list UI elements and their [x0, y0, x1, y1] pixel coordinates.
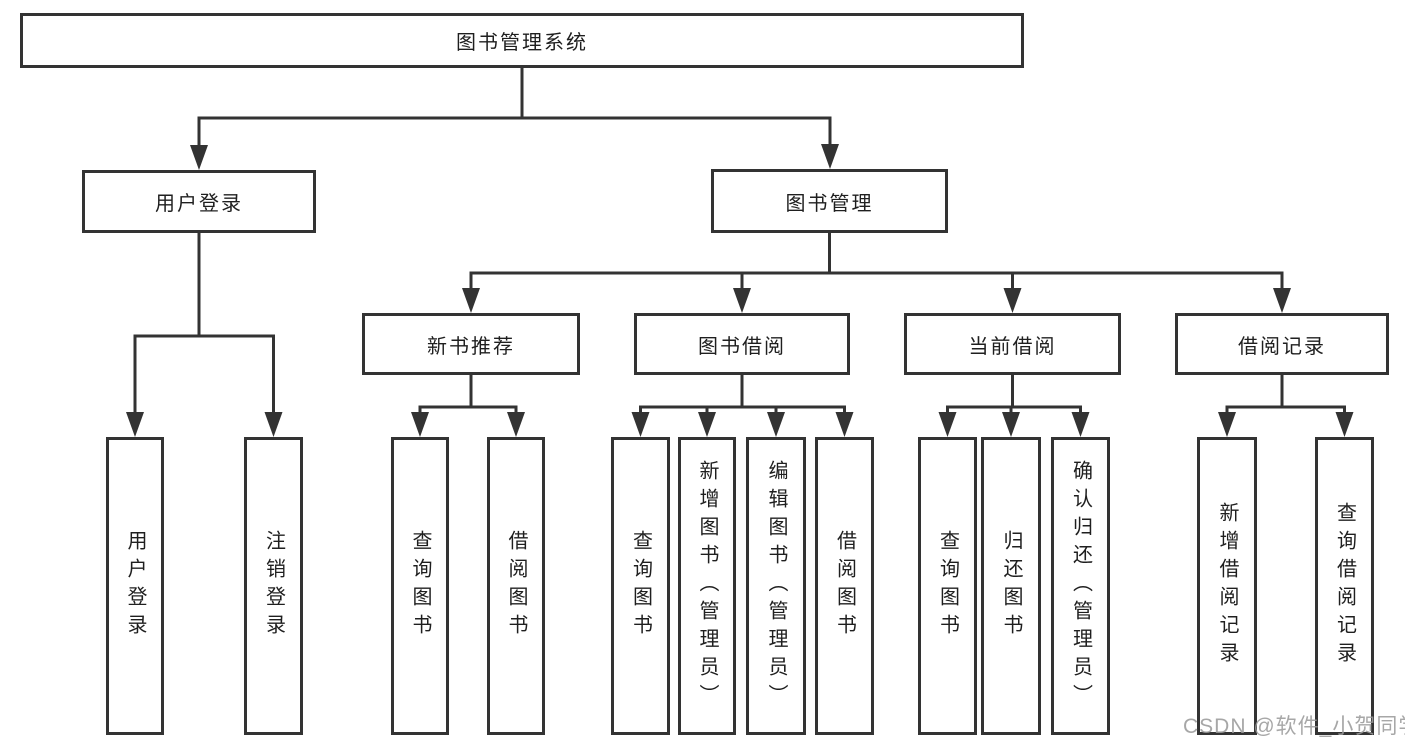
- node-logout: 注销登录: [244, 437, 303, 735]
- node-add-borrow-record: 新增借阅记录: [1197, 437, 1257, 735]
- node-query-books-recommend: 查询图书: [391, 437, 449, 735]
- node-label: 图书管理系统: [456, 32, 588, 54]
- node-label: 当前借阅: [968, 335, 1057, 358]
- node-new-book-recommend: 新书推荐: [362, 313, 580, 375]
- node-query-books-current: 查询图书: [918, 437, 977, 735]
- node-label: 查询图书: [629, 530, 652, 642]
- node-label: 新增借阅记录: [1216, 502, 1238, 670]
- node-label: 新增图书（管理员）: [696, 460, 718, 712]
- node-root: 图书管理系统: [20, 13, 1024, 68]
- node-query-borrow-record: 查询借阅记录: [1315, 437, 1374, 735]
- node-label: 用户登录: [124, 530, 146, 642]
- node-label: 确认归还（管理员）: [1069, 460, 1092, 712]
- node-user-login: 用户登录: [82, 170, 316, 233]
- node-label: 图书借阅: [698, 335, 786, 358]
- node-return-book: 归还图书: [981, 437, 1041, 735]
- node-borrow-books-leaf: 借阅图书: [815, 437, 874, 735]
- node-label: 查询图书: [409, 530, 431, 642]
- node-book-borrowing: 图书借阅: [634, 313, 850, 375]
- node-confirm-return-admin: 确认归还（管理员）: [1051, 437, 1110, 735]
- node-current-borrowing: 当前借阅: [904, 313, 1121, 375]
- node-add-book-admin: 新增图书（管理员）: [678, 437, 736, 735]
- node-borrowing-records: 借阅记录: [1175, 313, 1389, 375]
- node-label: 查询图书: [936, 530, 959, 642]
- node-label: 借阅图书: [505, 530, 527, 642]
- node-label: 用户登录: [155, 193, 243, 215]
- node-label: 归还图书: [1000, 530, 1022, 642]
- node-user-login-leaf: 用户登录: [106, 437, 164, 735]
- node-label: 新书推荐: [427, 335, 515, 358]
- node-edit-book-admin: 编辑图书（管理员）: [746, 437, 806, 735]
- node-query-books-borrowing: 查询图书: [611, 437, 670, 735]
- csdn-watermark: CSDN @软件_小贺同学: [1183, 715, 1405, 738]
- node-label: 借阅图书: [833, 530, 856, 642]
- node-borrow-books-recommend: 借阅图书: [487, 437, 545, 735]
- node-label: 查询借阅记录: [1333, 502, 1356, 670]
- node-label: 注销登录: [262, 530, 285, 642]
- node-label: 编辑图书（管理员）: [765, 460, 787, 712]
- node-label: 借阅记录: [1238, 335, 1326, 358]
- node-book-management: 图书管理: [711, 169, 948, 233]
- node-label: 图书管理: [785, 192, 874, 215]
